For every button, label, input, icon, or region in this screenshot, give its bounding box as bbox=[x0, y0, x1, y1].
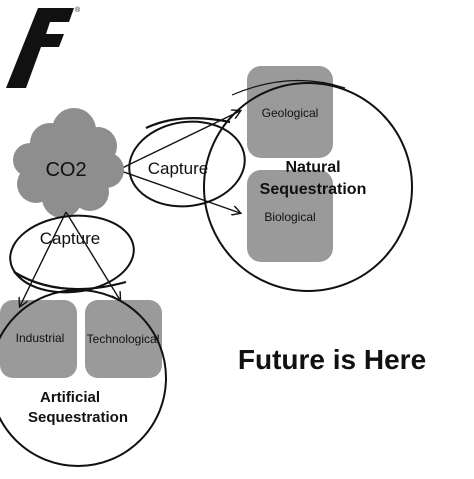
capture-left-label: Capture bbox=[40, 229, 100, 248]
natural-sequestration-circle bbox=[203, 82, 413, 292]
capture-left-ellipse-accent bbox=[13, 271, 127, 291]
artificial-sequestration-group: Industrial Technological Artificial Sequ… bbox=[0, 289, 167, 467]
natural-circle-stroke-accent bbox=[231, 79, 346, 96]
arrow-to-geological bbox=[117, 111, 240, 171]
capture-top-group: Capture bbox=[128, 117, 246, 208]
biological-label: Biological bbox=[264, 210, 315, 224]
tagline-heading: Future is Here bbox=[238, 344, 426, 375]
biological-box bbox=[247, 170, 333, 262]
industrial-label: Industrial bbox=[16, 331, 65, 345]
capture-top-ellipse bbox=[128, 120, 246, 208]
industrial-box bbox=[0, 300, 77, 378]
artificial-sequestration-circle bbox=[0, 289, 167, 467]
natural-arrows bbox=[117, 111, 240, 213]
brand-logo: ® bbox=[6, 6, 81, 88]
geological-label: Geological bbox=[262, 106, 319, 120]
artificial-title-line1: Artificial bbox=[40, 389, 100, 406]
arrow-to-industrial bbox=[20, 211, 67, 306]
natural-title-line2: Sequestration bbox=[260, 181, 367, 198]
technological-label: Technological bbox=[87, 332, 160, 346]
natural-sequestration-group: Geological Biological Natural Sequestrat… bbox=[203, 66, 413, 292]
arrow-to-technological bbox=[65, 211, 120, 300]
co2-cloud-shape bbox=[13, 108, 124, 218]
arrow-to-biological bbox=[117, 169, 240, 213]
capture-top-label: Capture bbox=[148, 159, 208, 178]
natural-title-line1: Natural bbox=[285, 159, 340, 176]
logo-f-icon bbox=[6, 8, 74, 88]
geological-box bbox=[247, 66, 333, 158]
logo-registered-mark: ® bbox=[75, 6, 81, 14]
artificial-title-line2: Sequestration bbox=[28, 409, 128, 426]
artificial-arrows bbox=[20, 211, 120, 306]
co2-label: CO2 bbox=[45, 159, 86, 181]
co2-cloud: CO2 bbox=[13, 108, 124, 218]
